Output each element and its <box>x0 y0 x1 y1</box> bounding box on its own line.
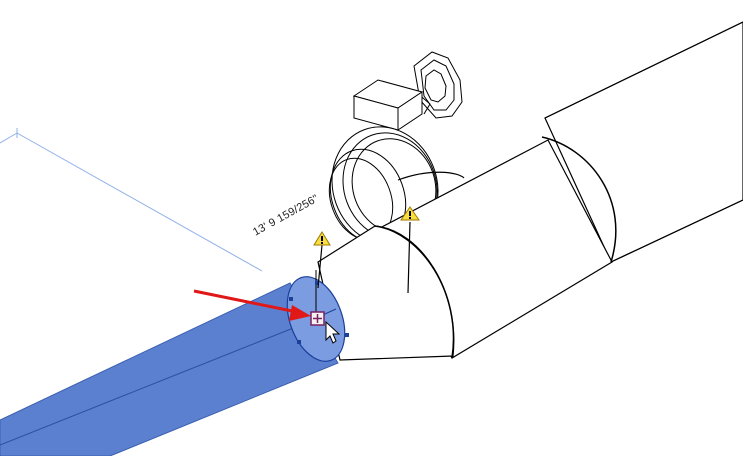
warning-leader-line <box>407 221 411 294</box>
warning-triangle-icon[interactable] <box>400 206 420 221</box>
main-pipe[interactable] <box>544 21 743 263</box>
warning-leader-line-left <box>317 244 323 289</box>
move-grip-icon[interactable] <box>310 311 325 326</box>
selection-grip-points[interactable] <box>289 281 349 344</box>
pipe-reducer[interactable] <box>317 225 455 361</box>
valve-handwheel[interactable] <box>413 51 463 119</box>
arrow-cursor-icon <box>325 320 341 344</box>
annotation-arrow <box>193 289 311 321</box>
warning-triangle-icon[interactable] <box>313 231 331 246</box>
dimension-witness-line <box>0 128 263 272</box>
selected-pipe-segment[interactable] <box>0 269 355 456</box>
